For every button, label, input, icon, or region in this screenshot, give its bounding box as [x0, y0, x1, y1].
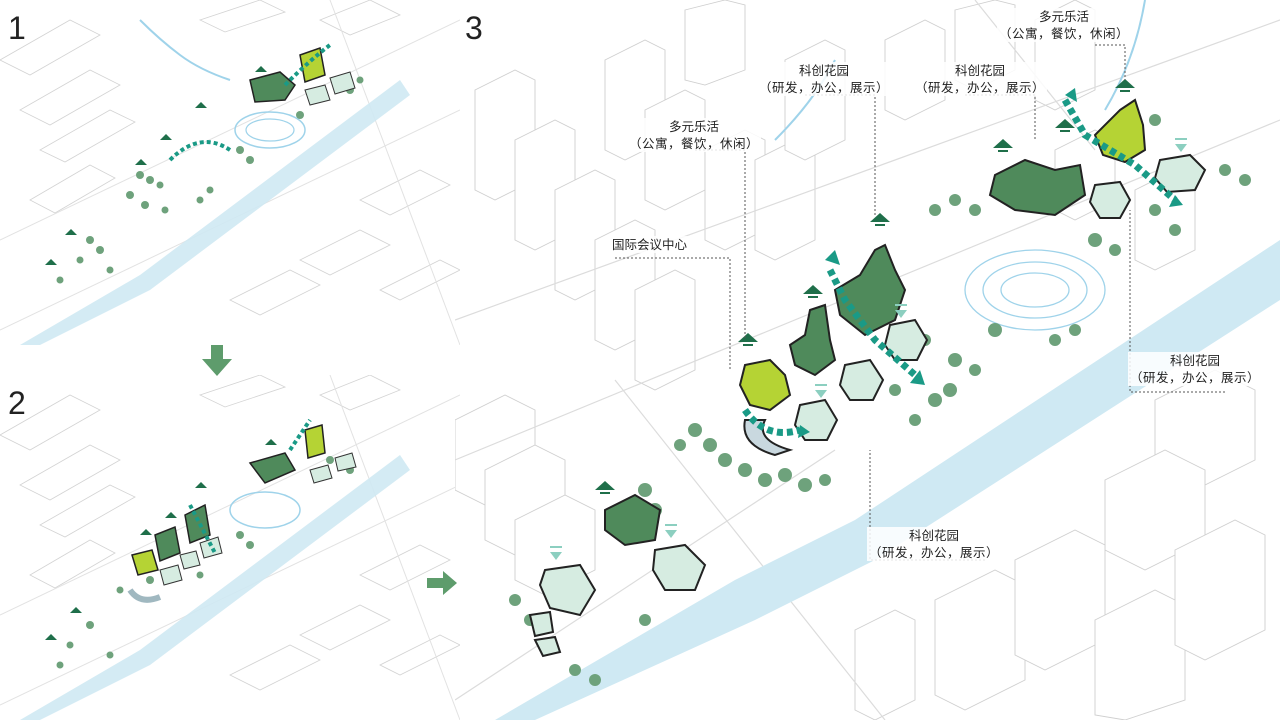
label-title: 国际会议中心 — [612, 237, 688, 252]
label-title: 科创花园 — [955, 63, 1006, 78]
park-lake — [964, 249, 1106, 331]
building-tower-dark — [833, 243, 907, 337]
building-pale — [538, 563, 597, 617]
label-innovation-top-center: 科创花园 （研发，办公，展示） — [757, 62, 892, 96]
label-innovation-bottom: 科创花园 （研发，办公，展示） — [867, 527, 1002, 561]
up-triangle-icon — [595, 79, 1135, 494]
tree-cluster — [56, 76, 364, 284]
label-subtitle: （公寓，餐饮，休闲） — [629, 136, 760, 151]
step-2-map — [0, 375, 460, 720]
building-dark-green — [604, 493, 662, 547]
label-subtitle: （研发，办公，展示） — [869, 545, 1000, 560]
step-2-panel: 2 — [0, 375, 460, 720]
river — [20, 80, 410, 345]
label-title: 科创花园 — [1170, 353, 1221, 368]
step-number: 3 — [465, 10, 483, 46]
step-3-map — [455, 0, 1280, 720]
label-multi-life-mid: 多元乐活 （公寓，餐饮，休闲） — [627, 118, 762, 152]
step-number: 1 — [8, 10, 26, 46]
label-title: 科创花园 — [799, 63, 850, 78]
label-title: 多元乐活 — [1039, 9, 1090, 24]
conference-ring — [743, 419, 794, 457]
building-lime — [738, 358, 792, 412]
label-multi-life-top: 多元乐活 （公寓，餐饮，休闲） — [997, 8, 1132, 42]
step-1-map — [0, 0, 460, 345]
label-innovation-top-right: 科创花园 （研发，办公，展示） — [913, 62, 1048, 96]
flow-arrows — [742, 98, 1178, 436]
step-number: 2 — [8, 385, 26, 421]
label-subtitle: （研发，办公，展示） — [759, 80, 890, 95]
label-subtitle: （研发，办公，展示） — [915, 80, 1046, 95]
label-title: 多元乐活 — [669, 119, 720, 134]
down-arrow-icon — [202, 345, 232, 376]
label-innovation-right: 科创花园 （研发，办公，展示） — [1128, 352, 1263, 386]
label-title: 科创花园 — [909, 528, 960, 543]
building-pale — [651, 543, 707, 591]
step-3-panel: 3 多元乐活 （公寓，餐饮，休闲） 科创花园 （研发，办公，展示） 科创花园 （… — [455, 0, 1280, 720]
label-conference-center: 国际会议中心 — [610, 236, 690, 253]
step-1-panel: 1 — [0, 0, 460, 345]
label-subtitle: （公寓，餐饮，休闲） — [999, 26, 1130, 41]
right-arrow-icon — [427, 571, 457, 595]
down-triangle-icon — [550, 138, 1187, 560]
label-subtitle: （研发，办公，展示） — [1130, 370, 1261, 385]
